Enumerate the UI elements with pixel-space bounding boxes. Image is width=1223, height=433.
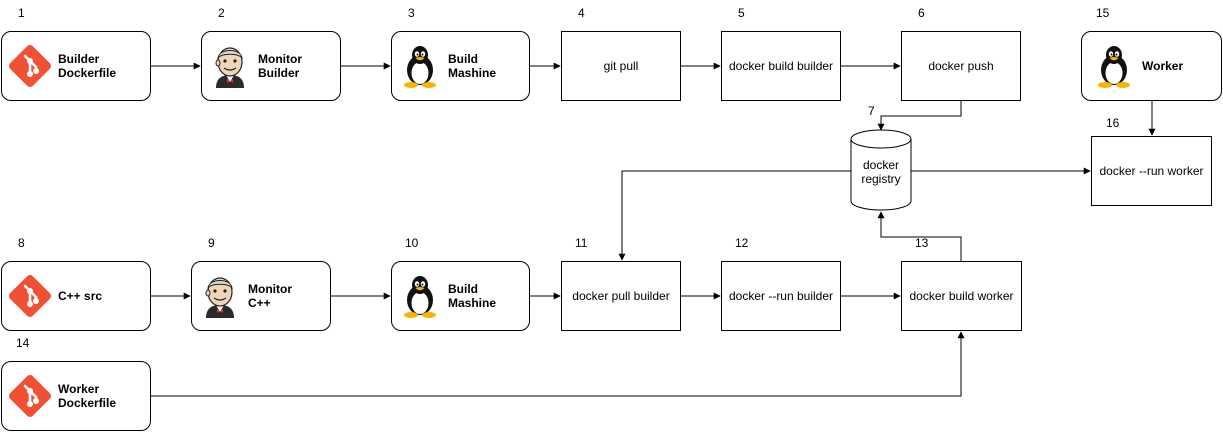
node-label: docker --run builder — [728, 289, 834, 303]
node-monitor-cpp[interactable]: Monitor C++ — [191, 261, 331, 331]
step-number: 6 — [918, 6, 925, 20]
edge-n6-n7 — [877, 101, 962, 131]
node-cpp-src[interactable]: C++ src — [1, 261, 151, 331]
node-label: Monitor C++ — [248, 282, 292, 310]
node-build-machine-2[interactable]: Build Mashine — [391, 261, 530, 331]
docker-registry-label: docker registry — [861, 158, 901, 186]
jenkins-icon — [198, 274, 242, 318]
docker-registry-cylinder — [850, 129, 912, 211]
node-label: docker build builder — [728, 59, 834, 73]
node-docker-build-worker[interactable]: docker build worker — [901, 261, 1022, 331]
step-number: 10 — [405, 236, 419, 250]
node-label: Builder Dockerfile — [58, 52, 117, 80]
step-number: 13 — [915, 236, 929, 250]
node-worker-dockerfile[interactable]: Worker Dockerfile — [1, 361, 151, 431]
node-docker-build-builder[interactable]: docker build builder — [721, 31, 841, 101]
node-label: docker push — [928, 59, 994, 73]
git-icon — [8, 274, 52, 318]
step-number: 5 — [738, 6, 745, 20]
jenkins-icon — [208, 44, 252, 88]
step-number: 11 — [575, 236, 588, 250]
step-number: 2 — [218, 6, 225, 20]
step-number: 9 — [208, 236, 215, 250]
node-builder-dockerfile[interactable]: Builder Dockerfile — [1, 31, 151, 101]
node-label: git pull — [603, 59, 639, 73]
node-git-pull[interactable]: git pull — [561, 31, 681, 101]
step-number: 15 — [1096, 6, 1110, 20]
step-number: 4 — [578, 6, 585, 20]
linux-tux-icon — [1092, 44, 1136, 88]
node-label: Build Mashine — [448, 282, 497, 310]
node-docker-push[interactable]: docker push — [901, 31, 1021, 101]
step-number: 16 — [1106, 116, 1120, 130]
node-docker-run-worker[interactable]: docker --run worker — [1091, 136, 1212, 206]
edge-n13-n7 — [877, 211, 962, 261]
node-label: Worker Dockerfile — [58, 382, 117, 410]
git-icon — [8, 44, 52, 88]
edge-n7-n11 — [618, 170, 851, 261]
node-label: C++ src — [58, 289, 103, 303]
node-label: Build Mashine — [448, 52, 497, 80]
node-label: Worker — [1142, 59, 1184, 73]
node-monitor-builder[interactable]: Monitor Builder — [201, 31, 341, 101]
node-label: Monitor Builder — [258, 52, 302, 80]
node-build-machine-1[interactable]: Build Mashine — [391, 31, 530, 101]
node-docker-run-builder[interactable]: docker --run builder — [721, 261, 841, 331]
node-label: docker build worker — [909, 289, 1014, 303]
step-number: 1 — [18, 6, 25, 20]
linux-tux-icon — [398, 44, 442, 88]
step-number: 12 — [735, 236, 749, 250]
edge-n14-n13 — [151, 331, 965, 397]
step-number: 8 — [18, 236, 25, 250]
linux-tux-icon — [398, 274, 442, 318]
step-number: 3 — [408, 6, 415, 20]
step-number: 14 — [16, 336, 30, 350]
node-label: docker --run worker — [1099, 164, 1204, 178]
git-icon — [8, 374, 52, 418]
node-label: docker pull builder — [572, 289, 670, 303]
node-docker-pull-builder[interactable]: docker pull builder — [561, 261, 681, 331]
step-number: 7 — [868, 104, 875, 118]
node-worker[interactable]: Worker — [1081, 31, 1222, 101]
